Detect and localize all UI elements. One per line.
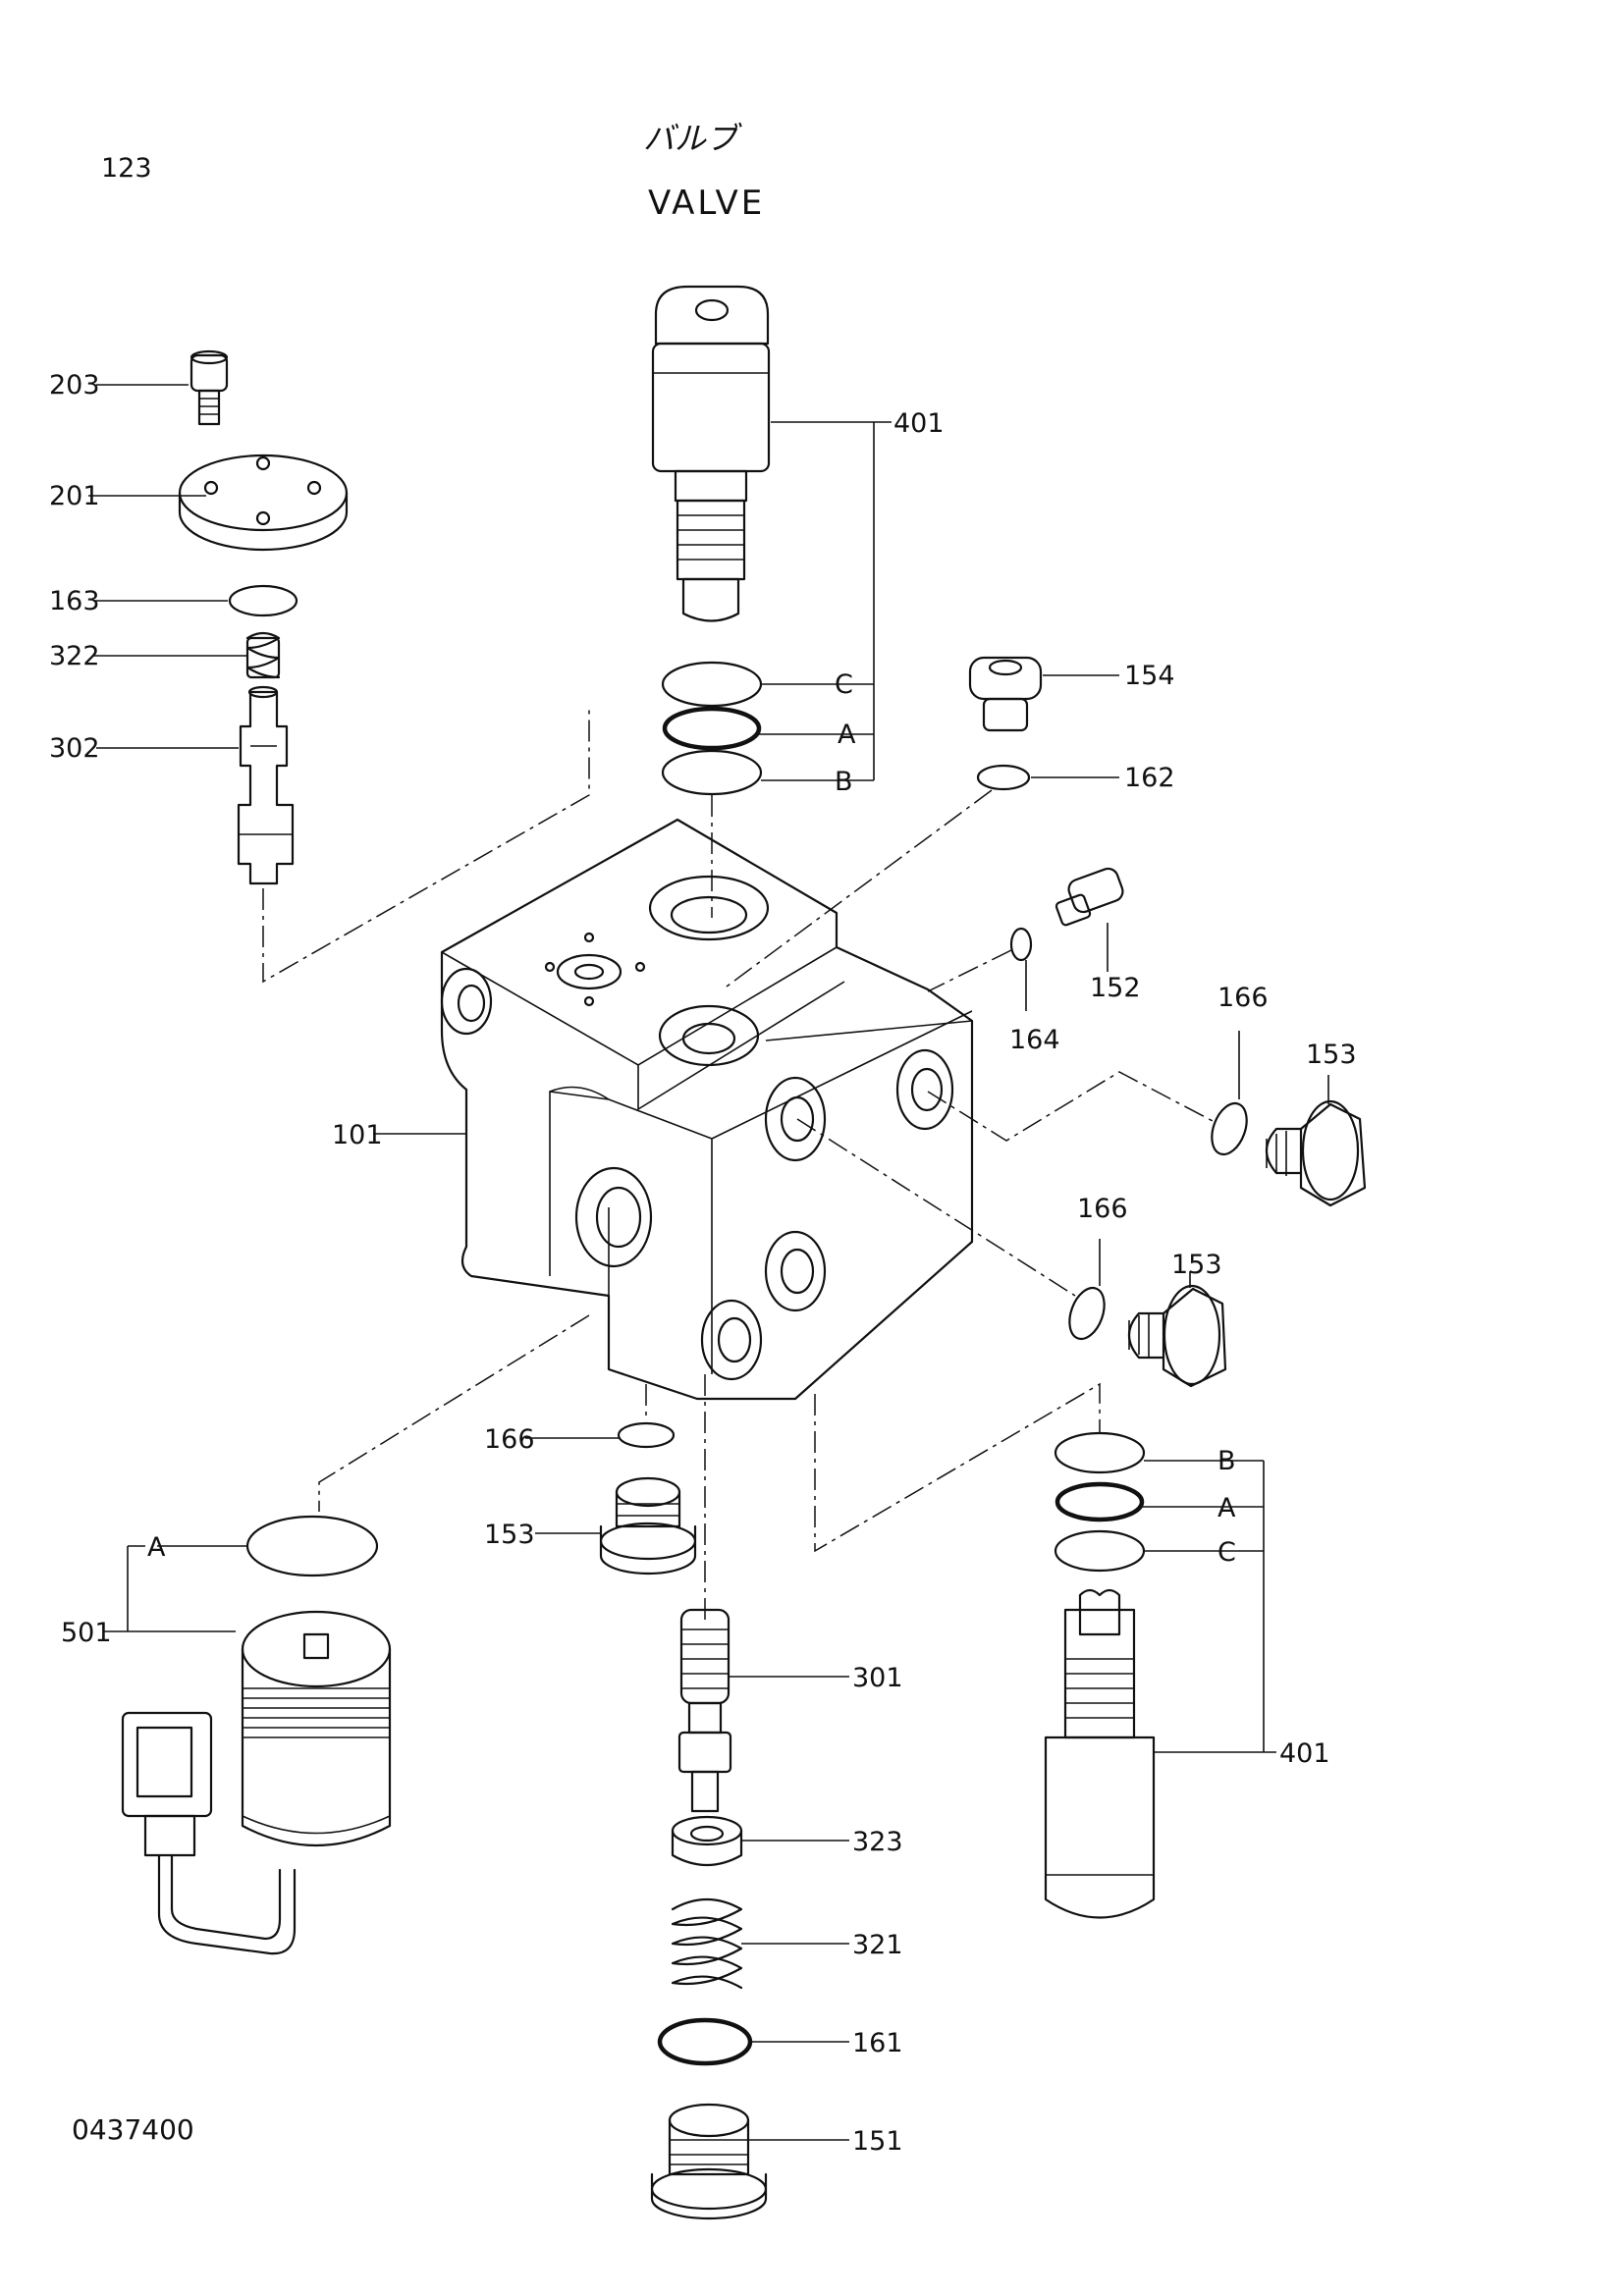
callout-a-bottom: A	[1217, 1493, 1236, 1523]
part-321-spring	[671, 1898, 743, 1990]
callout-203: 203	[49, 370, 100, 400]
part-302-spool	[237, 685, 295, 885]
part-162-oring	[976, 764, 1031, 791]
callout-153-b: 153	[1171, 1250, 1222, 1280]
drawing-number: 0437400	[72, 2113, 194, 2146]
callout-c-bottom: C	[1217, 1537, 1236, 1568]
callout-163: 163	[49, 586, 100, 616]
centerline-164	[927, 949, 1012, 992]
callout-166-a: 166	[1217, 983, 1269, 1013]
callout-153-c: 153	[484, 1520, 535, 1550]
page-number: 123	[101, 153, 152, 184]
callout-501: 501	[61, 1618, 112, 1648]
part-164-oring	[1009, 927, 1033, 962]
part-153-plug-c	[599, 1476, 697, 1575]
callout-151: 151	[852, 2126, 903, 2157]
callout-401-bottom: 401	[1279, 1738, 1330, 1769]
callout-164: 164	[1009, 1025, 1060, 1055]
callout-401-top: 401	[893, 408, 945, 439]
part-501-oring-a	[245, 1515, 379, 1577]
part-153-plug-b	[1127, 1284, 1227, 1388]
part-161-oring	[657, 2017, 753, 2066]
part-201-cover	[178, 454, 349, 552]
callout-101: 101	[332, 1120, 383, 1150]
callout-154: 154	[1124, 661, 1175, 691]
callout-321: 321	[852, 1930, 903, 1960]
part-322-spring	[245, 631, 281, 679]
part-151-plug	[650, 2103, 768, 2220]
page-title: VALVE	[648, 184, 765, 223]
callout-b-top: B	[835, 767, 853, 797]
part-401-ring-a-top	[662, 706, 762, 751]
callout-302: 302	[49, 733, 100, 764]
callout-322: 322	[49, 641, 100, 671]
callout-323: 323	[852, 1827, 903, 1857]
part-401-ring-c-top	[661, 661, 763, 708]
part-163-oring	[228, 584, 298, 617]
centerline-166b	[796, 1118, 1076, 1297]
centerline-166a	[927, 1071, 1214, 1142]
callout-161: 161	[852, 2028, 903, 2058]
part-401-relief-valve-bottom	[1044, 1588, 1156, 1919]
callout-162: 162	[1124, 763, 1175, 793]
part-401-relief-valve-top	[651, 285, 771, 622]
callout-166-b: 166	[1077, 1194, 1128, 1224]
callout-153-a: 153	[1306, 1040, 1357, 1070]
part-166-oring-a	[1211, 1101, 1248, 1156]
callout-a-top: A	[838, 720, 856, 750]
callout-labels: 203 201 163 322 302 401 C A B 154 162 15…	[49, 370, 1357, 2157]
callout-301: 301	[852, 1663, 903, 1693]
part-401-ring-c-bottom	[1054, 1529, 1146, 1573]
callout-c-top: C	[835, 669, 853, 700]
title-japanese: バルブ	[643, 120, 742, 157]
callout-166-c: 166	[484, 1424, 535, 1455]
part-153-plug-a	[1265, 1099, 1367, 1207]
callout-a-solenoid: A	[147, 1532, 166, 1563]
part-166-oring-c	[617, 1421, 676, 1449]
centerline-bottom-401	[814, 1382, 1101, 1553]
part-323-spring-seat	[671, 1815, 743, 1866]
part-301-spool	[677, 1608, 732, 1813]
part-152-plug	[1055, 867, 1124, 927]
callout-201: 201	[49, 481, 100, 511]
centerline-302	[262, 707, 590, 984]
part-401-ring-a-bottom	[1055, 1481, 1145, 1522]
centerline-solenoid	[318, 1314, 590, 1512]
part-203-screw	[189, 349, 229, 426]
part-166-oring-b	[1068, 1286, 1106, 1341]
leader-lines	[88, 384, 1329, 2141]
part-401-ring-b-bottom	[1054, 1431, 1146, 1474]
part-154-plug	[968, 656, 1043, 732]
callout-b-bottom: B	[1217, 1446, 1236, 1476]
callout-152: 152	[1090, 973, 1141, 1003]
part-401-ring-b-top	[661, 749, 763, 796]
centerline-162	[726, 789, 993, 988]
part-501-solenoid	[121, 1515, 392, 1955]
part-101-valve-body	[440, 818, 974, 1401]
